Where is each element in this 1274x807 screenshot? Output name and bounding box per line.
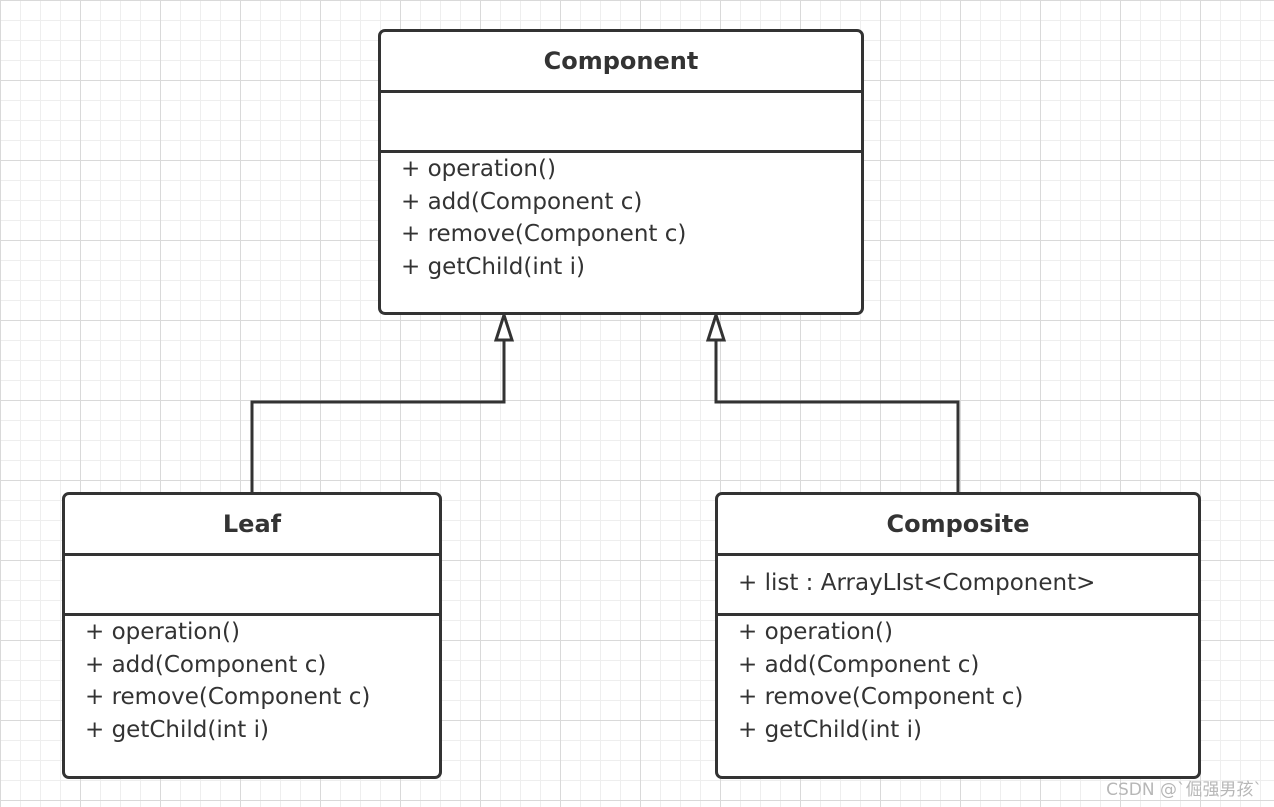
composite-operation: + remove(Component c) xyxy=(738,684,1024,710)
component-attributes-section xyxy=(381,90,861,150)
composite-attribute: + list : ArrayLIst<Component> xyxy=(738,570,1096,596)
composite-attributes-section: + list : ArrayLIst<Component> xyxy=(718,553,1198,613)
leaf-generalization-arrowhead xyxy=(493,310,515,342)
component-class-box[interactable]: Component + operation() + add(Component … xyxy=(378,29,864,315)
component-operation: + getChild(int i) xyxy=(401,253,585,280)
composite-operation: + operation() xyxy=(738,619,893,645)
component-operation: + operation() xyxy=(401,156,556,182)
component-operation: + add(Component c) xyxy=(401,188,643,215)
leaf-operation: + operation() xyxy=(85,619,240,645)
watermark-text: CSDN @`倔强男孩` xyxy=(1106,780,1262,800)
composite-operations-section: + operation() + add(Component c) + remov… xyxy=(718,613,1198,746)
component-operations-section: + operation() + add(Component c) + remov… xyxy=(381,150,861,283)
leaf-operations-section: + operation() + add(Component c) + remov… xyxy=(65,613,439,746)
leaf-class-name: Leaf xyxy=(222,510,282,538)
component-class-name: Component xyxy=(543,47,699,75)
leaf-generalization-line xyxy=(250,340,506,492)
composite-operation: + getChild(int i) xyxy=(738,716,922,743)
leaf-operation: + getChild(int i) xyxy=(85,716,269,743)
leaf-attributes-section xyxy=(65,553,439,613)
leaf-operation: + add(Component c) xyxy=(85,651,327,678)
composite-class-box[interactable]: Composite + list : ArrayLIst<Component> … xyxy=(715,492,1201,779)
component-operation: + remove(Component c) xyxy=(401,221,687,247)
composite-generalization-line xyxy=(714,340,960,492)
composite-class-name: Composite xyxy=(886,510,1030,538)
leaf-class-box[interactable]: Leaf + operation() + add(Component c) + … xyxy=(62,492,442,779)
composite-generalization-arrowhead xyxy=(705,310,727,342)
leaf-operation: + remove(Component c) xyxy=(85,684,371,710)
composite-operation: + add(Component c) xyxy=(738,651,980,678)
